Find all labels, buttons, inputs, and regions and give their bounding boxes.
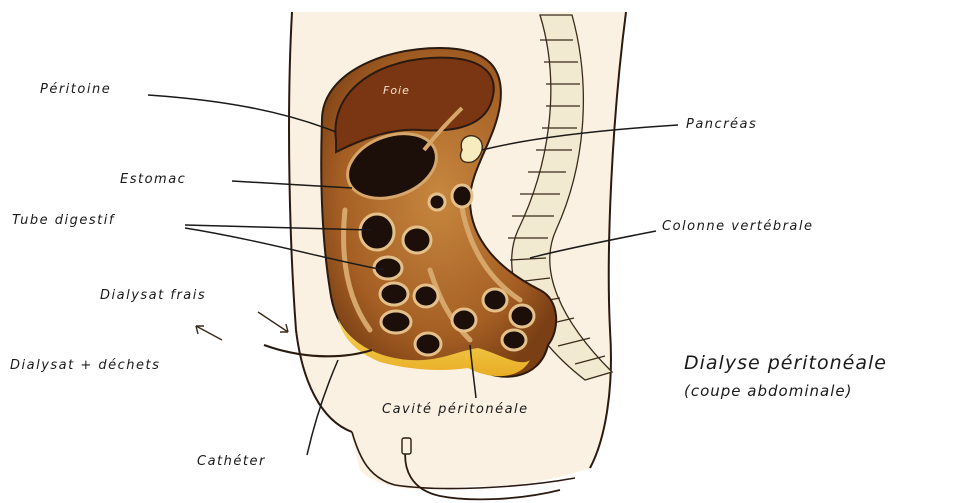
diagram-title: Dialyse péritonéale (684, 352, 887, 374)
label-colonne-vertebrale: Colonne vertébrale (662, 219, 814, 234)
label-peritoine: Péritoine (40, 82, 111, 97)
label-dialysat-frais: Dialysat frais (100, 288, 206, 303)
label-tube-digestif: Tube digestif (12, 213, 115, 228)
label-pancreas: Pancréas (686, 117, 757, 132)
label-catheter: Cathéter (197, 454, 266, 469)
flow-arrows (196, 312, 288, 340)
diagram-subtitle: (coupe abdominale) (684, 382, 852, 400)
label-estomac: Estomac (120, 172, 186, 187)
label-dialysat-dechets: Dialysat + déchets (10, 358, 160, 373)
label-cavite-peritoneale: Cavité péritonéale (382, 402, 529, 417)
liver-label: Foie (383, 84, 410, 97)
catheter-port (402, 438, 411, 454)
